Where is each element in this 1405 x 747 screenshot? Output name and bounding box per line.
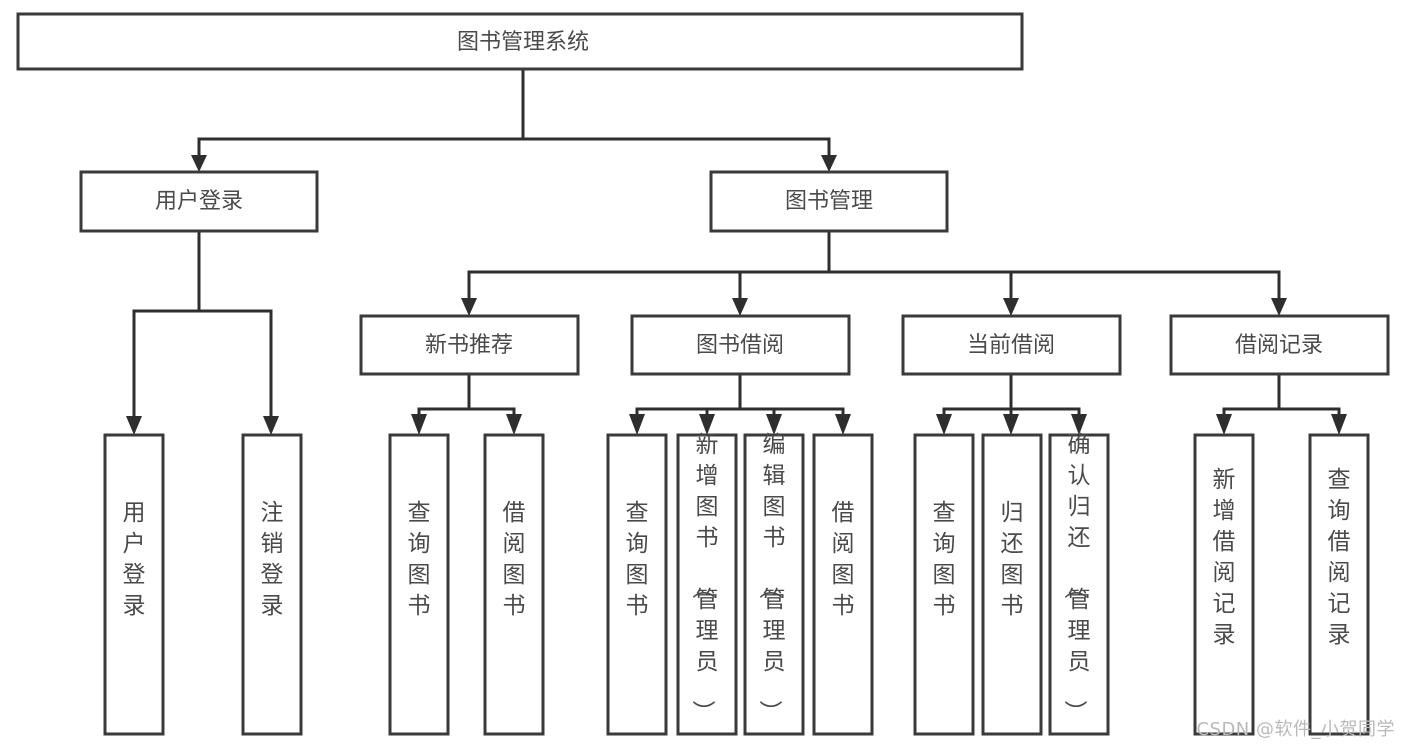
- arrowhead-book-mgmt: [821, 155, 837, 172]
- arrowhead-user-login: [191, 155, 207, 172]
- arrowhead-new-book: [461, 298, 477, 316]
- node-root[interactable]: 图书管理系统: [16, 12, 1024, 71]
- leaf-logout-box[interactable]: [241, 433, 303, 736]
- leaf-node[interactable]: 编辑图书（管理员）: [743, 432, 805, 736]
- leaf-br-add-record-label: 新增借阅记录: [1213, 467, 1236, 648]
- node-current-borrow-box[interactable]: [901, 314, 1122, 376]
- leaf-bb-borrow-book-box[interactable]: [812, 433, 874, 736]
- leaf-cb-return-book-label: 归还图书: [1001, 500, 1024, 619]
- leaf-user-login-box[interactable]: [103, 433, 165, 736]
- leaf-br-query-record-label: 查询借阅记录: [1328, 467, 1351, 648]
- leaf-cb-return-book-box[interactable]: [981, 433, 1043, 736]
- leaf-bb-add-book-box[interactable]: [676, 433, 738, 736]
- leaf-cb-query-book-label: 查询图书: [933, 500, 956, 619]
- node-book-management-box[interactable]: [709, 170, 949, 233]
- arrowhead-leaf-user-login: [126, 416, 142, 435]
- node-book-management[interactable]: 图书管理: [709, 170, 949, 233]
- node-borrow-record-box[interactable]: [1169, 314, 1390, 376]
- node-current-borrow-label: 当前借阅: [967, 333, 1055, 358]
- node-user-login[interactable]: 用户登录: [79, 170, 319, 233]
- arrowhead-book-borrow: [732, 298, 748, 316]
- leaf-nb-query-book-label: 查询图书: [408, 500, 431, 619]
- leaf-node[interactable]: 借阅图书: [483, 433, 545, 736]
- leaf-bb-edit-book-box[interactable]: [743, 433, 805, 736]
- node-book-borrow-label: 图书借阅: [696, 333, 784, 358]
- arrowhead-nb-leaf-1: [411, 414, 427, 435]
- leaf-node[interactable]: 用户登录: [103, 433, 165, 736]
- node-borrow-record[interactable]: 借阅记录: [1169, 314, 1390, 376]
- node-new-book-recommend-box[interactable]: [359, 314, 580, 376]
- leaf-br-add-record-box[interactable]: [1193, 433, 1255, 736]
- leaf-user-login-label: 用户登录: [123, 500, 146, 619]
- leaf-node[interactable]: 借阅图书: [812, 433, 874, 736]
- arrowhead-br-leaf-2: [1331, 414, 1347, 435]
- leaf-node[interactable]: 注销登录: [241, 433, 303, 736]
- arrowhead-borrow-record: [1271, 298, 1287, 316]
- leaf-node[interactable]: 查询图书: [388, 433, 450, 736]
- leaf-br-query-record-box[interactable]: [1308, 433, 1370, 736]
- csdn-watermark: CSDN @软件_小贺同学: [1196, 719, 1395, 740]
- leaf-nb-query-book-box[interactable]: [388, 433, 450, 736]
- node-borrow-record-label: 借阅记录: [1235, 333, 1323, 358]
- leaf-nb-borrow-book-box[interactable]: [483, 433, 545, 736]
- leaf-bb-edit-book-label: 编辑图书（管理员）: [757, 432, 786, 723]
- arrowhead-leaf-logout: [263, 416, 279, 435]
- node-root-box[interactable]: [16, 12, 1024, 71]
- node-current-borrow[interactable]: 当前借阅: [901, 314, 1122, 376]
- leaf-bb-add-book-label: 新增图书（管理员）: [690, 432, 719, 723]
- leaf-nb-borrow-book-label: 借阅图书: [503, 500, 526, 619]
- node-book-borrow[interactable]: 图书借阅: [630, 314, 851, 376]
- node-book-borrow-box[interactable]: [630, 314, 851, 376]
- leaf-bb-borrow-book-label: 借阅图书: [832, 500, 855, 619]
- leaf-node[interactable]: 新增图书（管理员）: [676, 432, 738, 736]
- node-new-book-recommend[interactable]: 新书推荐: [359, 314, 580, 376]
- leaf-cb-query-book-box[interactable]: [913, 433, 975, 736]
- arrowhead-cb-leaf-3: [1071, 414, 1087, 435]
- leaf-cb-confirm-return-box[interactable]: [1048, 433, 1110, 736]
- arrowhead-bb-leaf-3: [766, 414, 782, 435]
- leaf-node[interactable]: 归还图书: [981, 433, 1043, 736]
- connector-layer: [126, 67, 1347, 435]
- leaf-node[interactable]: 新增借阅记录: [1193, 433, 1255, 736]
- arrowhead-bb-leaf-4: [835, 414, 851, 435]
- leaf-bb-query-book-box[interactable]: [606, 433, 668, 736]
- node-user-login-label: 用户登录: [155, 189, 243, 214]
- leaf-cb-confirm-return-label: 确认归还（管理员）: [1062, 432, 1091, 723]
- arrowhead-br-leaf-1: [1216, 414, 1232, 435]
- node-new-book-recommend-label: 新书推荐: [425, 333, 513, 358]
- node-root-label: 图书管理系统: [457, 30, 589, 55]
- arrowhead-current-borrow: [1003, 298, 1019, 316]
- leaf-bb-query-book-label: 查询图书: [626, 500, 649, 619]
- leaf-logout-label: 注销登录: [261, 500, 284, 619]
- arrowhead-bb-leaf-1: [629, 414, 645, 435]
- leaf-node[interactable]: 确认归还（管理员）: [1048, 432, 1110, 736]
- leaf-node[interactable]: 查询图书: [913, 433, 975, 736]
- leaf-node[interactable]: 查询借阅记录: [1308, 433, 1370, 736]
- arrowhead-cb-leaf-2: [1003, 414, 1019, 435]
- arrowhead-bb-leaf-2: [699, 414, 715, 435]
- node-book-management-label: 图书管理: [785, 189, 873, 214]
- arrowhead-nb-leaf-2: [506, 414, 522, 435]
- node-user-login-box[interactable]: [79, 170, 319, 233]
- arrowhead-cb-leaf-1: [936, 414, 952, 435]
- leaf-node[interactable]: 查询图书: [606, 433, 668, 736]
